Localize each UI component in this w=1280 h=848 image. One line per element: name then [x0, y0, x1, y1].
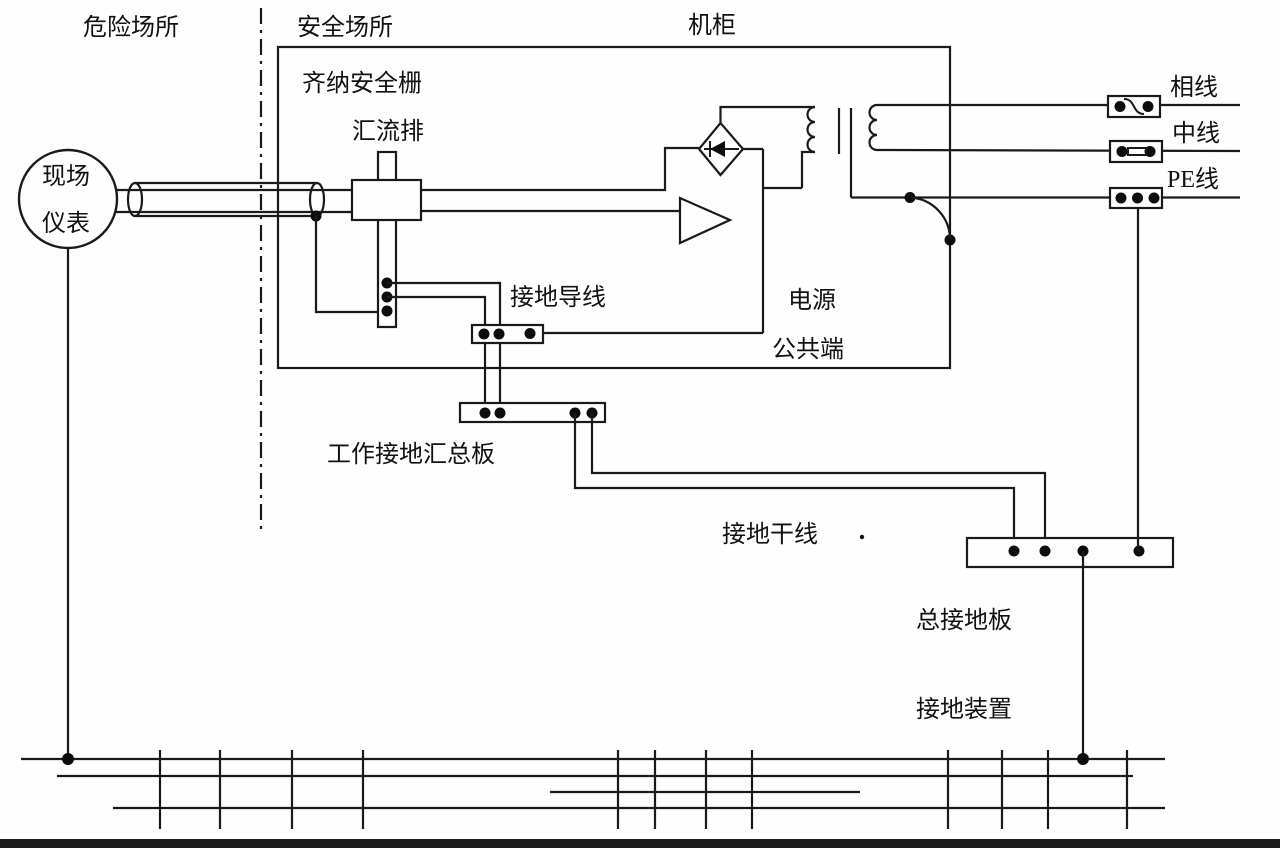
phase-terminal	[1106, 94, 1162, 119]
label-cabinet: 机柜	[688, 12, 736, 39]
link-bar-icon	[1127, 147, 1147, 156]
label-safe-area: 安全场所	[297, 14, 393, 41]
label-hazardous-area: 危险场所	[83, 14, 179, 41]
label-working-ground-board: 工作接地汇总板	[327, 441, 495, 468]
bottom-border-bar	[0, 839, 1280, 848]
label-zener-barrier: 齐纳安全栅	[302, 70, 422, 97]
signal-conductors	[421, 146, 699, 213]
neutral-terminal	[1108, 139, 1164, 164]
label-grounding-device: 接地装置	[916, 696, 1012, 723]
label-field-instrument-1: 现场	[42, 164, 90, 190]
pe-terminal	[1108, 186, 1164, 210]
label-pe-line: PE线	[1167, 166, 1219, 193]
field-instrument	[17, 148, 119, 759]
internal-ground-bar	[470, 323, 545, 345]
label-field-instrument-2: 仪表	[42, 210, 90, 237]
grounding-grid	[21, 750, 1165, 829]
shielded-cable	[116, 181, 387, 314]
label-phase-line: 相线	[1170, 74, 1218, 101]
label-grounding-conductor: 接地导线	[510, 284, 606, 311]
grounding-trunk-lines	[573, 413, 1047, 551]
label-power-supply: 电源	[788, 287, 836, 314]
amplifier-triangle-icon	[678, 196, 733, 245]
shield-cabinet-link	[904, 192, 956, 246]
primary-circuit-wires	[719, 105, 815, 333]
working-ground-board	[458, 401, 607, 424]
label-neutral-line: 中线	[1172, 120, 1220, 147]
label-main-ground-board: 总接地板	[916, 607, 1012, 634]
label-common-terminal: 公共端	[772, 336, 844, 363]
cable-end-left	[126, 181, 144, 218]
main-ground-board	[965, 536, 1175, 759]
grounding-conductor-wires	[387, 281, 502, 413]
fuse-link-icon	[1123, 98, 1145, 115]
label-grounding-trunk: 接地干线	[722, 521, 818, 548]
transformer-coils-icon	[806, 103, 878, 198]
label-busbar: 汇流排	[352, 118, 424, 145]
